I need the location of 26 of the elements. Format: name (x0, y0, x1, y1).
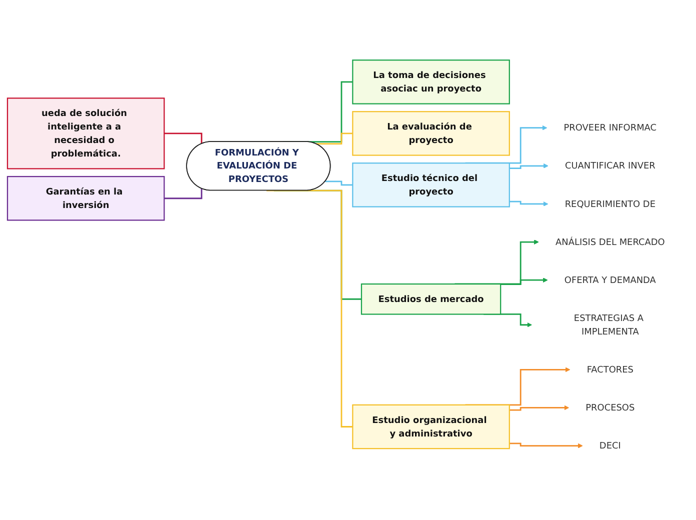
connector (325, 180, 354, 186)
node-text: OFERTA Y DEMANDA (564, 274, 656, 285)
node-box: Estudio técnico del proyecto (352, 162, 510, 207)
node-box: ueda de solución inteligente a a necesidad o problemática. (6, 97, 165, 169)
node-box: Garantías en la inversión (6, 175, 165, 220)
node-text: CUANTIFICAR INVER (564, 160, 656, 170)
node-text: ANÁLISIS DEL MERCADO (555, 236, 665, 247)
arrow (509, 162, 548, 168)
node-text: PROVEER INFORMAC (564, 122, 657, 132)
node-text: PROCESOS (586, 402, 635, 412)
node-text: REQUERIMIENTO DE (564, 198, 656, 209)
arrow (509, 404, 570, 410)
node-text: ESTRATEGIAS A IMPLEMENTA (574, 312, 644, 336)
node-box: Estudio organizacional y administrativo (352, 404, 510, 449)
arrow (509, 200, 548, 206)
arrow (500, 277, 548, 285)
node-text: FACTORES (586, 364, 634, 374)
arrow (509, 442, 583, 448)
node-box: Estudios de mercado (360, 282, 502, 314)
connector (164, 132, 202, 144)
node-box: La evaluación de proyecto (352, 110, 510, 156)
node-box: La toma de decisiones asociac un proyecto (352, 59, 510, 104)
connector (266, 189, 354, 427)
connector (316, 132, 354, 144)
node-text: DECI (599, 440, 621, 450)
connector (164, 188, 202, 199)
